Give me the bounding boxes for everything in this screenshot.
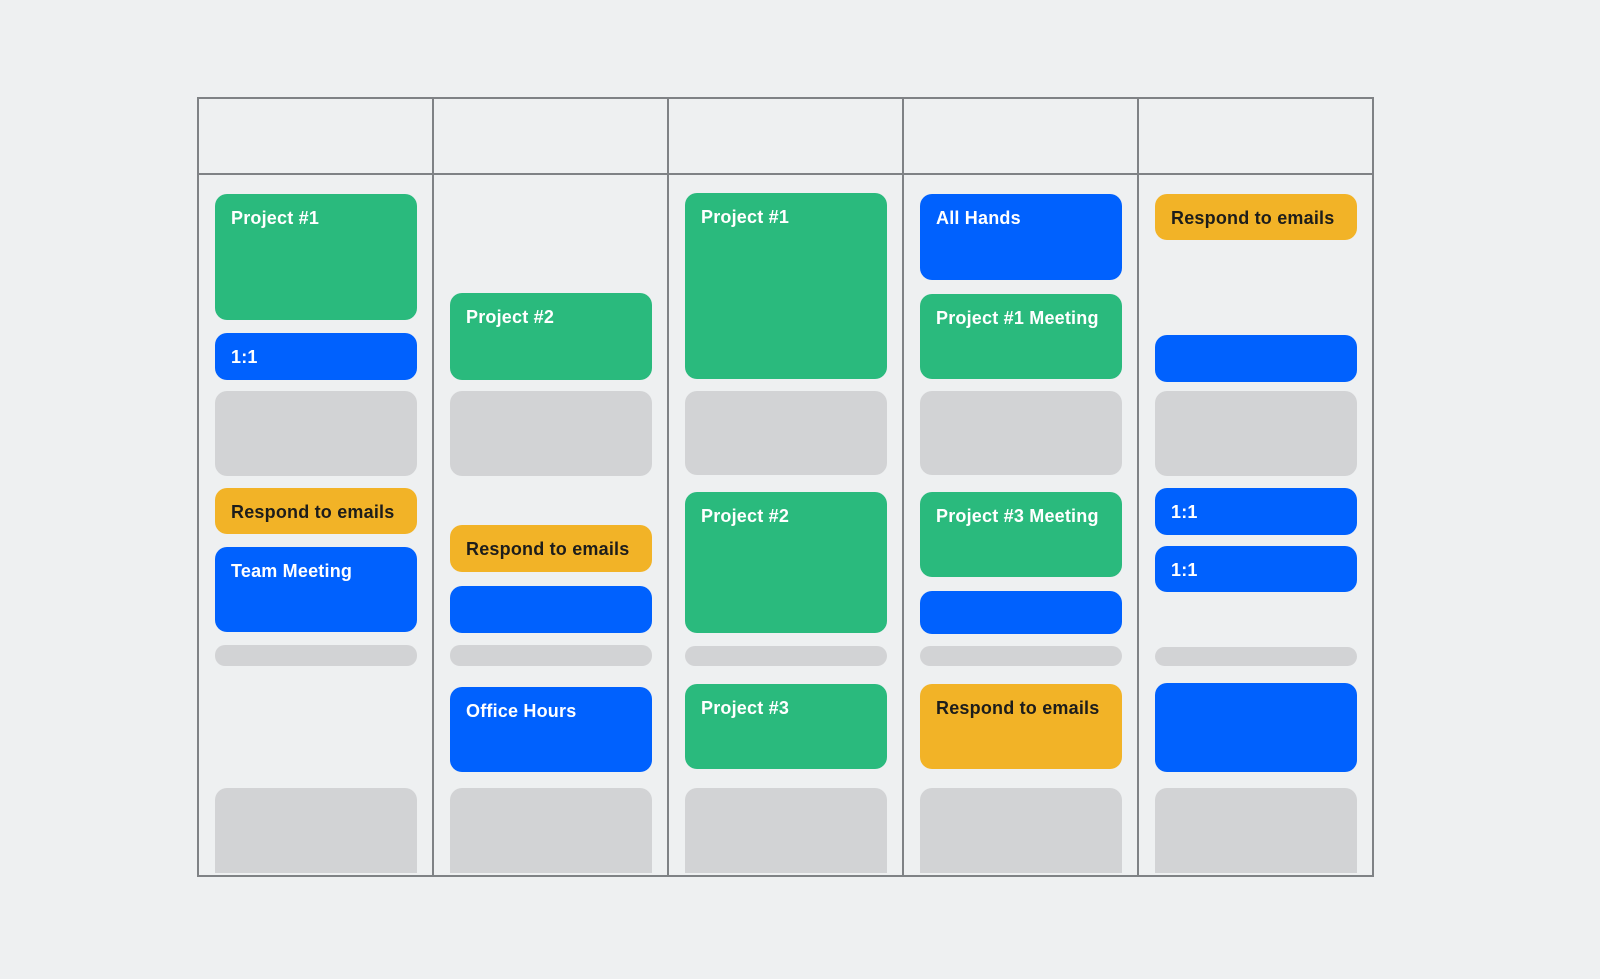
- event-label: 1:1: [1171, 502, 1198, 522]
- event-project-3-meeting[interactable]: Project #3 Meeting: [920, 492, 1122, 577]
- event-1-1[interactable]: 1:1: [215, 333, 417, 380]
- day-column-header-4: [904, 99, 1137, 175]
- event-label: 1:1: [1171, 560, 1198, 580]
- placeholder-block: [450, 788, 652, 873]
- day-column-header-5: [1139, 99, 1372, 175]
- event-unlabeled-blue[interactable]: [920, 591, 1122, 634]
- placeholder-block: [685, 391, 887, 475]
- event-label: All Hands: [936, 208, 1021, 228]
- event-label: Team Meeting: [231, 561, 353, 581]
- event-respond-to-emails[interactable]: Respond to emails: [1155, 194, 1357, 240]
- day-column-header-1: [199, 99, 432, 175]
- event-label: Project #3 Meeting: [936, 506, 1099, 526]
- placeholder-block: [215, 391, 417, 476]
- day-column-3: Project #1 Project #2 Project #3: [669, 99, 904, 875]
- event-unlabeled-blue[interactable]: [1155, 683, 1357, 772]
- event-1-1[interactable]: 1:1: [1155, 488, 1357, 535]
- event-label: Project #2: [701, 506, 790, 526]
- event-project-3[interactable]: Project #3: [685, 684, 887, 769]
- event-project-1[interactable]: Project #1: [685, 193, 887, 379]
- event-label: Respond to emails: [936, 698, 1100, 718]
- placeholder-block: [920, 391, 1122, 475]
- placeholder-bar: [685, 646, 887, 666]
- placeholder-block: [450, 391, 652, 476]
- event-respond-to-emails[interactable]: Respond to emails: [450, 525, 652, 572]
- event-team-meeting[interactable]: Team Meeting: [215, 547, 417, 632]
- day-column-body-3: Project #1 Project #2 Project #3: [669, 175, 902, 875]
- day-column-body-5: Respond to emails 1:1 1:1: [1139, 175, 1372, 875]
- event-label: Office Hours: [466, 701, 577, 721]
- event-project-2[interactable]: Project #2: [450, 293, 652, 380]
- event-label: Project #3: [701, 698, 790, 718]
- placeholder-bar: [215, 645, 417, 666]
- event-project-1-meeting[interactable]: Project #1 Meeting: [920, 294, 1122, 379]
- placeholder-block: [1155, 788, 1357, 873]
- event-respond-to-emails[interactable]: Respond to emails: [215, 488, 417, 534]
- event-1-1[interactable]: 1:1: [1155, 546, 1357, 592]
- event-label: Respond to emails: [466, 539, 630, 559]
- event-label: Project #2: [466, 307, 555, 327]
- event-all-hands[interactable]: All Hands: [920, 194, 1122, 280]
- event-label: Respond to emails: [1171, 208, 1335, 228]
- event-label: Project #1 Meeting: [936, 308, 1099, 328]
- day-column-header-2: [434, 99, 667, 175]
- placeholder-bar: [450, 645, 652, 666]
- event-label: Respond to emails: [231, 502, 395, 522]
- event-unlabeled-blue[interactable]: [1155, 335, 1357, 382]
- placeholder-block: [920, 788, 1122, 873]
- event-project-2[interactable]: Project #2: [685, 492, 887, 633]
- event-unlabeled-blue[interactable]: [450, 586, 652, 633]
- event-label: 1:1: [231, 347, 258, 367]
- placeholder-block: [1155, 391, 1357, 476]
- day-column-5: Respond to emails 1:1 1:1: [1139, 99, 1372, 875]
- placeholder-bar: [1155, 647, 1357, 666]
- event-respond-to-emails[interactable]: Respond to emails: [920, 684, 1122, 769]
- placeholder-bar: [920, 646, 1122, 666]
- placeholder-block: [215, 788, 417, 873]
- event-office-hours[interactable]: Office Hours: [450, 687, 652, 772]
- placeholder-block: [685, 788, 887, 873]
- event-project-1[interactable]: Project #1: [215, 194, 417, 320]
- event-label: Project #1: [231, 208, 320, 228]
- event-label: Project #1: [701, 207, 790, 227]
- day-column-header-3: [669, 99, 902, 175]
